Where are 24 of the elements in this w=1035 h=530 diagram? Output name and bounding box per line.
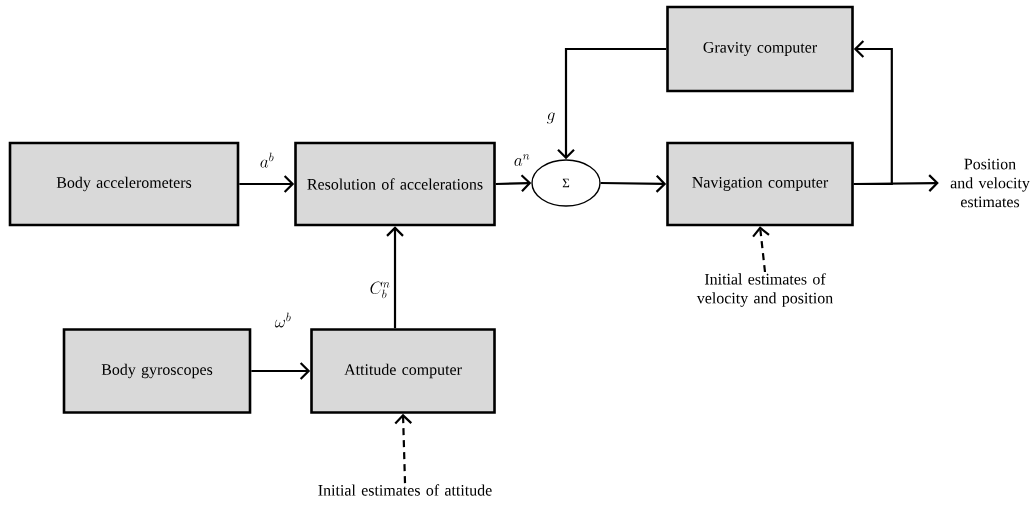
annotation-text: Initial estimates of velocity and position bbox=[696, 273, 833, 307]
annotation-text: Position and velocity estimates bbox=[950, 158, 1030, 208]
edge-label: $a^{n}$ bbox=[514, 154, 530, 166]
arrow bbox=[251, 362, 311, 380]
arrow bbox=[386, 226, 404, 329]
arrow bbox=[600, 175, 667, 193]
process-box: Gravity computer bbox=[666, 5, 854, 93]
edge-label: $g$ bbox=[546, 112, 555, 124]
process-box: Attitude computer bbox=[310, 328, 496, 414]
arrow bbox=[495, 174, 532, 192]
edge-label: $\omega^{b}$ bbox=[274, 312, 291, 328]
process-box: Body gyroscopes bbox=[62, 328, 252, 414]
summing-junction: Σ bbox=[531, 159, 601, 207]
arrow bbox=[394, 413, 413, 484]
arrow bbox=[239, 175, 295, 193]
process-box: Body accelerometers bbox=[8, 141, 240, 227]
edge-label: $a^{b}$ bbox=[260, 152, 274, 168]
arrow bbox=[752, 226, 770, 273]
arrow bbox=[557, 47, 667, 160]
edge-label: $C_{b}^{n}$ bbox=[370, 281, 390, 299]
arrow bbox=[853, 40, 893, 186]
process-box: Resolution of accelerations bbox=[294, 141, 496, 227]
process-box: Navigation computer bbox=[666, 141, 854, 227]
annotation-text: Initial estimates of attitude bbox=[318, 484, 492, 496]
